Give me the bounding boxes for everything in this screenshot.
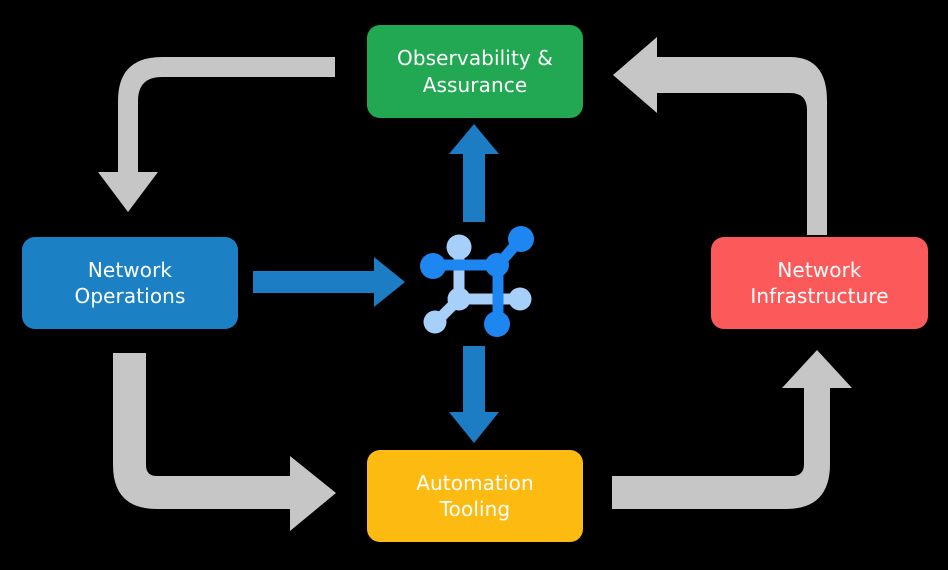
blue-arrow-up: [449, 124, 499, 222]
topology-node: [508, 287, 532, 311]
network-topology-icon: [420, 226, 534, 337]
blue-arrow-down: [449, 346, 499, 443]
gray-arrow-observability-to-operations: [98, 57, 335, 212]
node-observability-assurance[interactable]: Observability & Assurance: [367, 25, 583, 118]
topology-node: [508, 226, 534, 252]
gray-arrow-operations-to-automation: [113, 353, 336, 531]
topology-node: [423, 310, 447, 334]
blue-arrow-right: [253, 257, 405, 307]
node-automation-tooling[interactable]: Automation Tooling: [367, 450, 583, 542]
gray-arrow-infrastructure-to-observability: [613, 37, 827, 235]
topology-node: [446, 234, 472, 260]
gray-arrow-automation-to-infrastructure: [612, 350, 852, 509]
topology-node: [485, 253, 509, 277]
topology-node: [447, 287, 471, 311]
node-network-infrastructure[interactable]: Network Infrastructure: [711, 237, 928, 329]
topology-node: [484, 311, 510, 337]
node-network-operations[interactable]: Network Operations: [22, 237, 238, 329]
topology-node: [420, 253, 446, 279]
